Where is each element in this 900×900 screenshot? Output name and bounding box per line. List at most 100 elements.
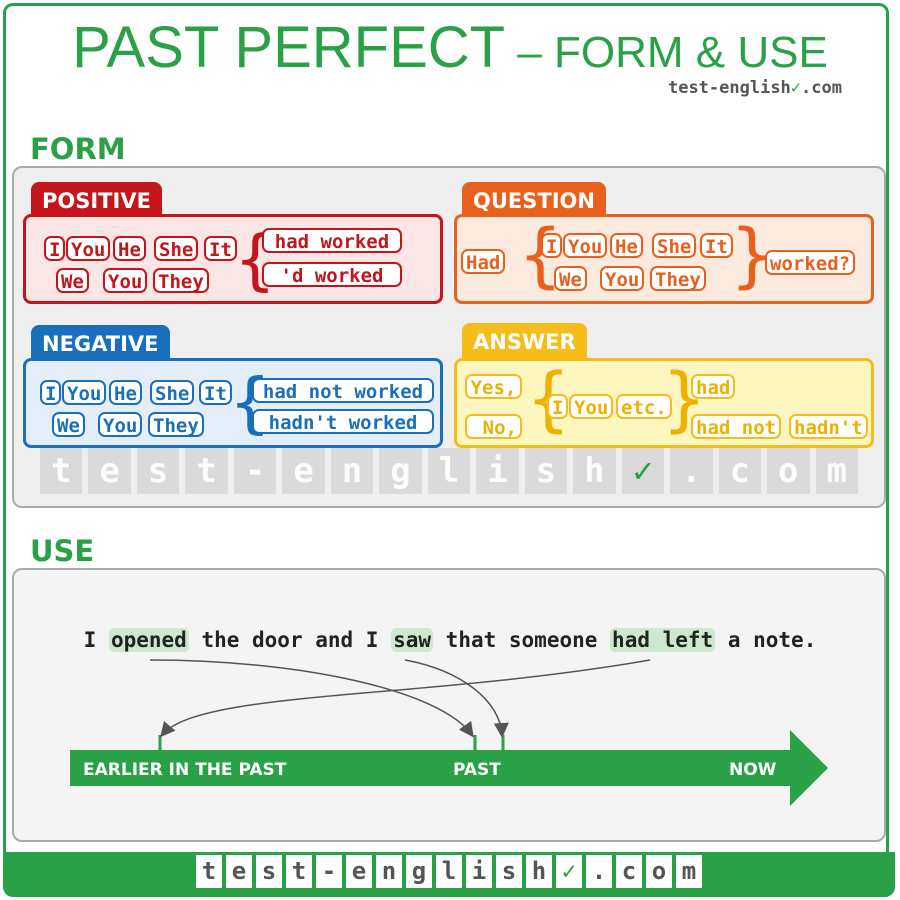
- no-pill: No,: [465, 414, 522, 439]
- footer-brand-letter: t: [286, 855, 312, 888]
- label-past: PAST: [453, 760, 501, 780]
- sentence-text: I: [83, 628, 109, 652]
- pronoun-pill: He: [610, 233, 643, 258]
- short-answer-pill: had not: [691, 414, 782, 439]
- pronoun-pill: He: [113, 236, 146, 261]
- footer-brand-letter: o: [646, 855, 672, 888]
- pronoun-pill: We: [52, 412, 85, 437]
- pronoun-pill: They: [650, 266, 706, 291]
- verb-pill: 'd worked: [262, 262, 402, 287]
- footer-brand-letter: g: [406, 855, 432, 888]
- form-heading: FORM: [30, 132, 126, 166]
- pronoun-pill: You: [103, 268, 148, 293]
- watermark-letter: -: [233, 448, 277, 494]
- positive-tag: POSITIVE: [31, 182, 162, 220]
- brand-logo: test-english✓.com: [668, 78, 842, 98]
- pronoun-pill: I: [40, 380, 62, 405]
- footer-brand-letter: ✓: [556, 855, 582, 888]
- arrow-saw: [404, 659, 509, 738]
- footer-brand-letter: s: [256, 855, 282, 888]
- highlight-opened: opened: [108, 628, 189, 652]
- yes-pill: Yes,: [465, 374, 522, 399]
- watermark-letter: t: [40, 448, 83, 494]
- pronoun-pill: You: [569, 394, 614, 419]
- pronoun-pill: We: [554, 266, 587, 291]
- pronoun-pill: I: [547, 394, 569, 419]
- watermark-letter: o: [767, 448, 810, 494]
- pronoun-pill: I: [541, 233, 563, 258]
- highlight-had-left: had left: [610, 628, 716, 652]
- watermark-letter: i: [476, 448, 519, 494]
- pronoun-pill: You: [98, 412, 143, 437]
- title-main: PAST PERFECT: [72, 15, 506, 80]
- highlight-saw: saw: [391, 628, 434, 652]
- verb-pill: worked?: [765, 250, 856, 275]
- watermark-letter: .: [670, 448, 713, 494]
- pronoun-pill: I: [44, 236, 66, 261]
- brand-name: test-english: [667, 78, 791, 98]
- footer-brand-letter: c: [616, 855, 642, 888]
- aux-pill: Had: [461, 249, 506, 274]
- watermark-letter: c: [718, 448, 762, 494]
- watermark-letter: e: [282, 448, 325, 494]
- timeline-arrow: [70, 730, 828, 806]
- pronoun-pill: It: [204, 236, 237, 261]
- pronoun-pill: We: [56, 268, 89, 293]
- pronoun-pill: It: [199, 380, 232, 405]
- pronoun-pill: She: [154, 236, 199, 261]
- watermark-letter: m: [815, 448, 858, 494]
- label-now: NOW: [729, 760, 777, 780]
- arrow-had-left: [160, 659, 651, 738]
- pronoun-pill: He: [109, 380, 142, 405]
- use-heading: USE: [30, 534, 95, 568]
- watermark-letter: l: [427, 448, 471, 494]
- page-title: PAST PERFECT – FORM & USE: [0, 14, 900, 81]
- brand-tld: .com: [801, 78, 842, 98]
- sentence-text: a note.: [715, 628, 817, 652]
- footer-brand-letter: l: [436, 855, 462, 888]
- sentence-text: that someone: [433, 628, 611, 652]
- pronoun-pill: She: [652, 233, 697, 258]
- check-icon: ✓: [790, 78, 802, 98]
- pronoun-pill: You: [62, 380, 107, 405]
- watermark-letter: h: [573, 448, 616, 494]
- footer-brand-letter: .: [586, 855, 612, 888]
- answer-tag: ANSWER: [462, 323, 587, 361]
- short-answer-pill: hadn't: [789, 414, 868, 439]
- short-answer-pill: had: [691, 374, 736, 399]
- pronoun-pill: You: [600, 266, 645, 291]
- footer-brand-letter: -: [316, 855, 342, 888]
- watermark-letter: t: [185, 448, 228, 494]
- watermark-letter: s: [524, 448, 568, 494]
- pronoun-pill: You: [66, 236, 111, 261]
- arrow-opened: [149, 659, 474, 738]
- pronoun-pill: She: [150, 380, 195, 405]
- footer-brand-letter: e: [226, 855, 252, 888]
- verb-pill: hadn't worked: [252, 409, 434, 434]
- pronoun-pill: They: [153, 268, 209, 293]
- watermark-letter: n: [330, 448, 374, 494]
- footer-brand-letter: i: [466, 855, 492, 888]
- pronoun-pill: etc.: [616, 394, 672, 419]
- pronoun-pill: It: [700, 233, 733, 258]
- footer-brand-letter: e: [346, 855, 372, 888]
- footer-brand-letter: n: [376, 855, 402, 888]
- footer-brand-letter: h: [526, 855, 552, 888]
- footer-brand-letter: t: [196, 855, 222, 888]
- watermark-letter: g: [379, 448, 422, 494]
- use-panel: [12, 568, 886, 842]
- watermark-letter: ✓: [621, 448, 665, 494]
- verb-pill: had not worked: [252, 378, 434, 403]
- watermark-letter: s: [136, 448, 180, 494]
- verb-pill: had worked: [262, 228, 402, 253]
- example-sentence: I opened the door and I saw that someone…: [0, 628, 900, 652]
- label-earlier: EARLIER IN THE PAST: [83, 760, 287, 780]
- sentence-text: the door and I: [188, 628, 392, 652]
- question-tag: QUESTION: [462, 182, 606, 220]
- pronoun-pill: You: [563, 233, 608, 258]
- title-sub: – FORM & USE: [505, 28, 828, 77]
- watermark-letter: e: [88, 448, 131, 494]
